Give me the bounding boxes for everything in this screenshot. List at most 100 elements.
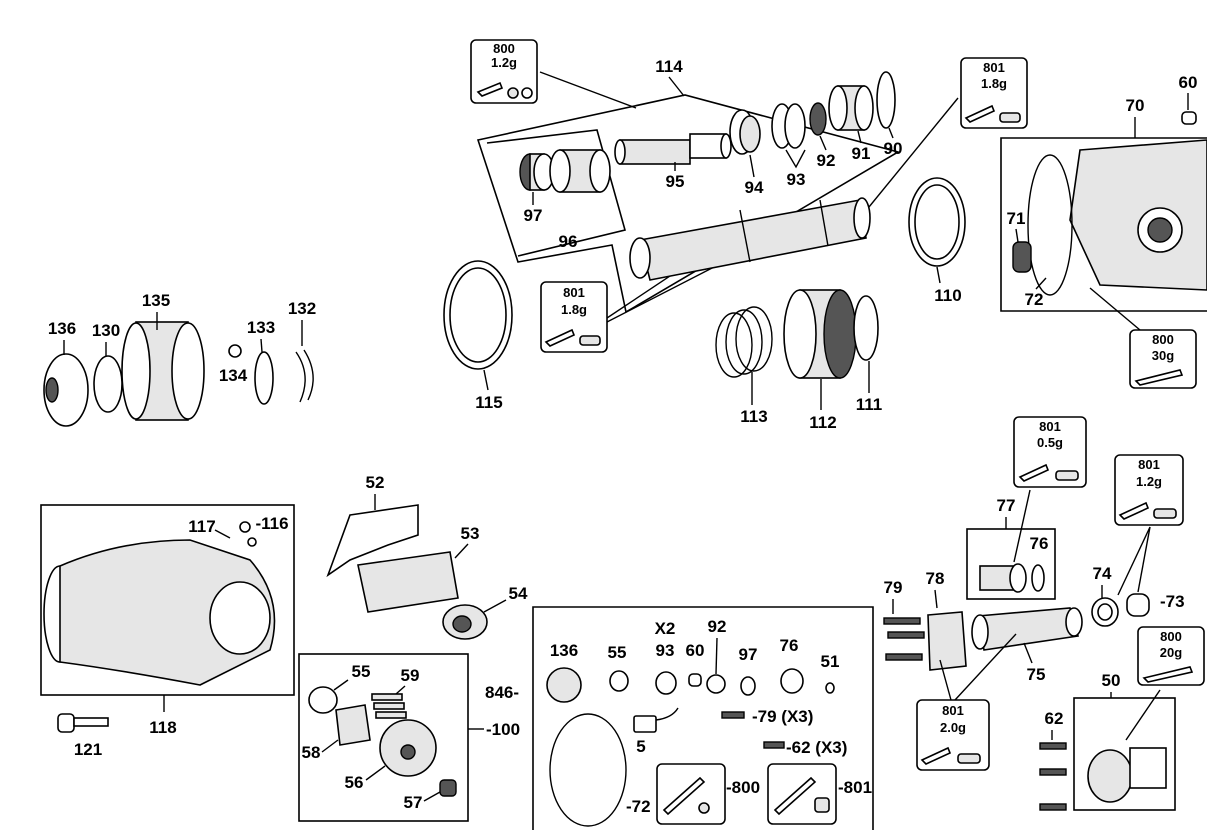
label-59: 59 [401,666,420,685]
label-111: 111 [856,395,883,414]
label-136: 136 [48,319,76,338]
label-113: 113 [740,407,767,426]
part-73: -73 [1117,526,1185,617]
part-113-spring: 113 [715,306,773,426]
label-56: 56 [345,773,364,792]
kit-label-76: 76 [780,636,799,655]
label-116: -116 [255,514,288,533]
label-132: 132 [288,299,316,318]
part-54: 54 [442,584,528,640]
label-95: 95 [666,172,685,191]
label-70: 70 [1126,96,1145,115]
callout-801-0.5g: 801 0.5g [1013,416,1087,488]
callout-801-1.8g-top: 801 1.8g [960,57,1028,129]
callout-800-20g: 800 20g [1137,626,1205,686]
cartridge-icon [999,112,1021,123]
callout-top: 801 [983,60,1005,75]
assembly-100: 55 59 58 56 57 -100 [298,653,520,822]
part-74: 74 [1091,564,1119,627]
part-95-piston: 95 [614,133,732,191]
kit-label-97: 97 [739,645,758,664]
label-114: 114 [655,57,683,76]
assembly-70: 70 60 71 72 [1000,73,1207,331]
part-53: 53 [357,524,480,613]
part-133: 133 [247,318,275,405]
label-60: 60 [1179,73,1198,92]
grease-tube-icon [1018,463,1050,482]
label-117: 117 [188,517,215,536]
callout-800-1.2g: 800 1.2g [470,39,538,104]
label-118: 118 [149,718,176,737]
kit-800-box [656,763,726,825]
label-54: 54 [509,584,528,603]
part-111: 111 [853,295,883,414]
part-78: 78 [926,569,967,671]
part-135: 135 [121,291,205,421]
callout-top: 800 [1152,332,1174,347]
grease-tube-icon [920,746,952,765]
kit-label-92: 92 [708,617,727,636]
label-71: 71 [1007,209,1026,228]
part-58 [335,704,371,746]
kit-label-136: 136 [550,641,578,660]
kit-label-79: -79 (X3) [752,707,813,726]
label-135: 135 [142,291,170,310]
cartridge-icon [1153,508,1177,519]
cartridge-icon [1055,470,1079,481]
cartridge-icon [957,753,981,764]
kit-label-51: 51 [821,652,840,671]
callout-bottom: 1.2g [1136,474,1162,489]
kit-846: 846- 136 55 X2 93 60 92 97 76 51 -79 (X3… [485,606,874,830]
kit-part-76 [780,668,804,694]
callout-800-30g: 800 30g [1129,329,1197,389]
label-74: 74 [1093,564,1112,583]
kit-label-x2: X2 [655,619,676,638]
grease-tube-icon [1134,369,1184,386]
label-75: 75 [1027,665,1046,684]
ring-icon [521,87,533,99]
kit-part-5 [633,715,657,733]
callout-bottom: 30g [1152,348,1174,363]
callout-801-1.8g-mid: 801 1.8g [540,281,608,353]
kit-label-801: -801 [838,778,872,797]
part-110: 110 [908,177,966,305]
kit-part-51 [825,682,835,694]
grease-tube-icon [476,81,504,97]
gear-icon [507,87,519,99]
part-93: 93 [771,103,806,189]
housing-118 [59,539,276,686]
part-60 [1181,111,1197,125]
callout-top: 800 [493,41,515,56]
label-100: -100 [486,720,520,739]
kit-label-60: 60 [686,641,705,660]
kit-part-136 [546,667,582,703]
part-57-screw [439,779,457,797]
callout-bottom: 20g [1160,645,1182,660]
label-73: -73 [1160,592,1185,611]
label-96: 96 [559,232,578,251]
label-121: 121 [74,740,102,759]
label-110: 110 [934,286,961,305]
part-90: 90 [876,71,902,158]
label-55: 55 [352,662,371,681]
kit-label-93: 93 [656,641,675,660]
label-78: 78 [926,569,945,588]
part-75-cylinder: 75 [971,607,1083,684]
kit-part-55 [609,670,629,692]
part-97: 97 [519,153,555,225]
part-112-clutch: 112 [783,289,857,432]
label-79: 79 [884,578,903,597]
gear-housing [1069,139,1207,291]
callout-top: 800 [1160,629,1182,644]
label-91: 91 [852,144,871,163]
kit-part-97 [740,676,756,696]
label-53: 53 [461,524,480,543]
label-58: 58 [302,743,321,762]
grease-tube-icon [1118,501,1150,520]
part-tool-holder [629,197,871,281]
kit-label-72: -72 [626,797,651,816]
label-62: 62 [1045,709,1064,728]
part-134: 134 [219,344,248,385]
label-50: 50 [1102,671,1121,690]
label-112: 112 [809,413,836,432]
